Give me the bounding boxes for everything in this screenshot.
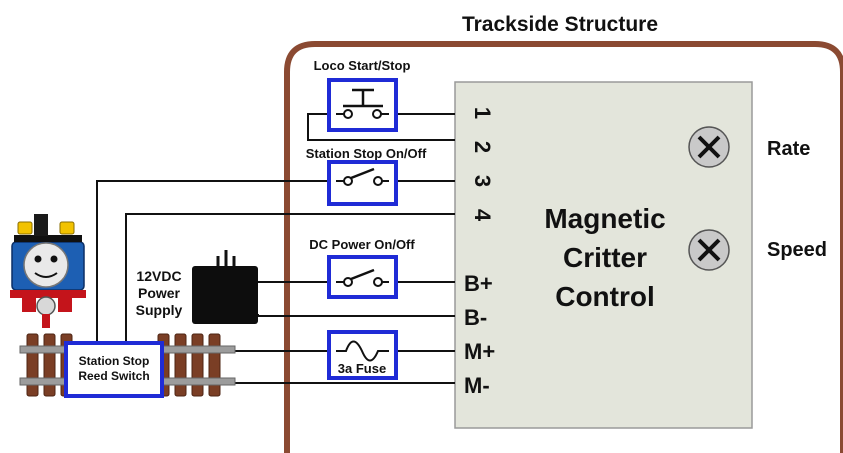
locomotive-illustration bbox=[10, 214, 86, 328]
rate-label: Rate bbox=[767, 138, 810, 160]
reed-switch-label-line1: Station Stop bbox=[79, 354, 150, 368]
terminal-1-label: 1 bbox=[470, 107, 495, 119]
controller-label-line1: Magnetic bbox=[544, 203, 665, 234]
controller-label-line2: Critter bbox=[563, 242, 647, 273]
terminal-b-minus-label: B- bbox=[464, 305, 487, 330]
terminal-3-label: 3 bbox=[470, 175, 495, 187]
rate-knob bbox=[688, 126, 730, 168]
fuse-label: 3a Fuse bbox=[338, 361, 386, 376]
station-stop-switch[interactable] bbox=[327, 160, 398, 206]
power-supply bbox=[192, 250, 258, 324]
controller-label-line3: Control bbox=[555, 281, 655, 312]
power-supply-label-line2: Power bbox=[138, 285, 181, 301]
terminal-m-plus-label: M+ bbox=[464, 339, 495, 364]
terminal-b-plus-label: B+ bbox=[464, 271, 493, 296]
dc-power-switch[interactable] bbox=[327, 255, 398, 299]
speed-knob bbox=[688, 229, 730, 271]
speed-label: Speed bbox=[767, 239, 827, 261]
reed-switch-label-line2: Reed Switch bbox=[78, 369, 149, 383]
terminal-4-label: 4 bbox=[470, 209, 495, 222]
station-switch-label: Station Stop On/Off bbox=[306, 146, 427, 161]
loco-switch-label: Loco Start/Stop bbox=[314, 58, 411, 73]
power-supply-label-line3: Supply bbox=[136, 302, 183, 318]
terminal-2-label: 2 bbox=[470, 141, 495, 153]
terminal-m-minus-label: M- bbox=[464, 373, 490, 398]
dc-switch-label: DC Power On/Off bbox=[309, 237, 415, 252]
structure-outline bbox=[284, 41, 843, 453]
power-supply-label-line1: 12VDC bbox=[136, 268, 181, 284]
loco-start-stop-button[interactable] bbox=[327, 78, 398, 132]
fuse: 3a Fuse bbox=[327, 330, 398, 380]
diagram-title: Trackside Structure bbox=[462, 13, 658, 36]
reed-switch: Station Stop Reed Switch bbox=[64, 341, 164, 398]
